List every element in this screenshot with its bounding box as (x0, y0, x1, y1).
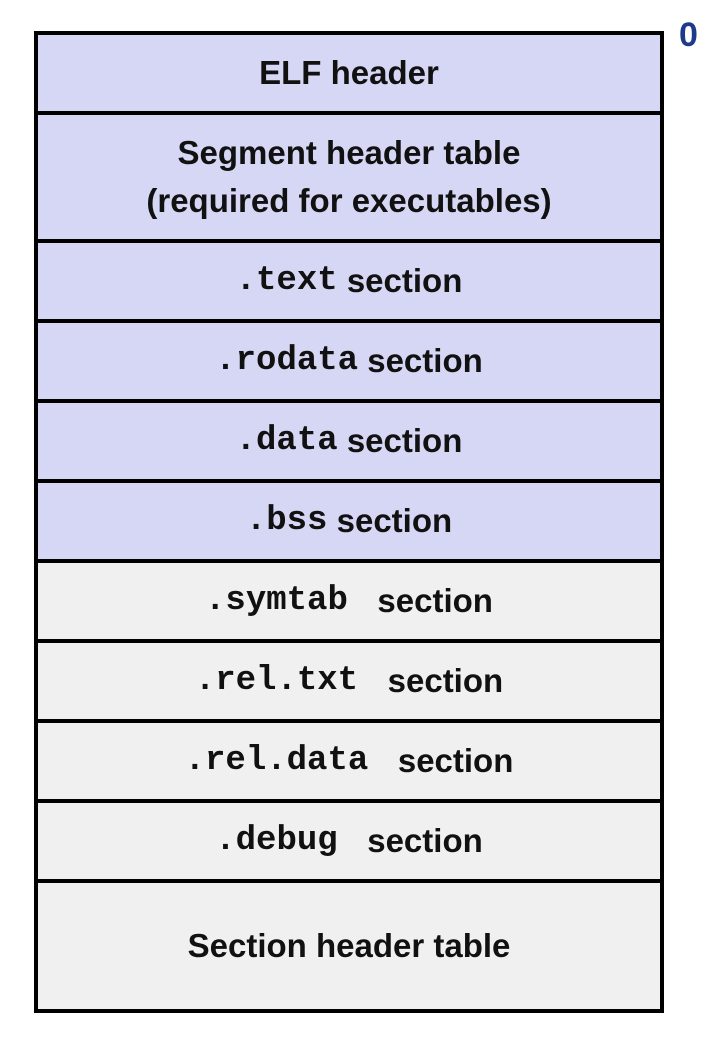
rel-data-section-suffix: section (388, 742, 514, 779)
bss-section-block: .bss section (38, 483, 660, 563)
rodata-section-block: .rodata section (38, 323, 660, 403)
text-section-block: .text section (38, 243, 660, 323)
debug-section-block: .debug section (38, 803, 660, 883)
rel-data-section-block: .rel.data section (38, 723, 660, 803)
symtab-section-block: .symtab section (38, 563, 660, 643)
section-header-table-label: Section header table (187, 927, 511, 964)
rodata-section-name: .rodata (215, 342, 359, 380)
text-section-name: .text (235, 262, 338, 300)
elf-header-block: ELF header (38, 35, 660, 115)
segment-header-table-note: (required for executables) (146, 182, 552, 219)
elf-header-label: ELF header (259, 54, 439, 91)
rel-txt-section-suffix: section (378, 662, 504, 699)
section-header-table-block: Section header table (38, 883, 660, 1013)
segment-header-table-text: Segment header table (required for execu… (146, 129, 551, 225)
segment-header-table-label: Segment header table (177, 134, 521, 171)
symtab-section-name: .symtab (205, 582, 369, 620)
data-section-suffix: section (337, 422, 463, 459)
rel-txt-section-name: .rel.txt (194, 662, 379, 700)
bss-section-suffix: section (327, 502, 453, 539)
debug-section-name: .debug (215, 822, 359, 860)
symtab-section-suffix: section (368, 582, 493, 619)
elf-object-file-layout: ELF header Segment header table (require… (34, 31, 664, 1013)
text-section-suffix: section (337, 262, 463, 299)
segment-header-table-block: Segment header table (required for execu… (38, 115, 660, 243)
rel-data-section-name: .rel.data (184, 742, 389, 780)
rodata-section-suffix: section (358, 342, 483, 379)
offset-zero-label: 0 (679, 16, 698, 54)
rel-txt-section-block: .rel.txt section (38, 643, 660, 723)
data-section-block: .data section (38, 403, 660, 483)
data-section-name: .data (235, 422, 338, 460)
debug-section-suffix: section (358, 822, 483, 859)
bss-section-name: .bss (245, 502, 328, 540)
